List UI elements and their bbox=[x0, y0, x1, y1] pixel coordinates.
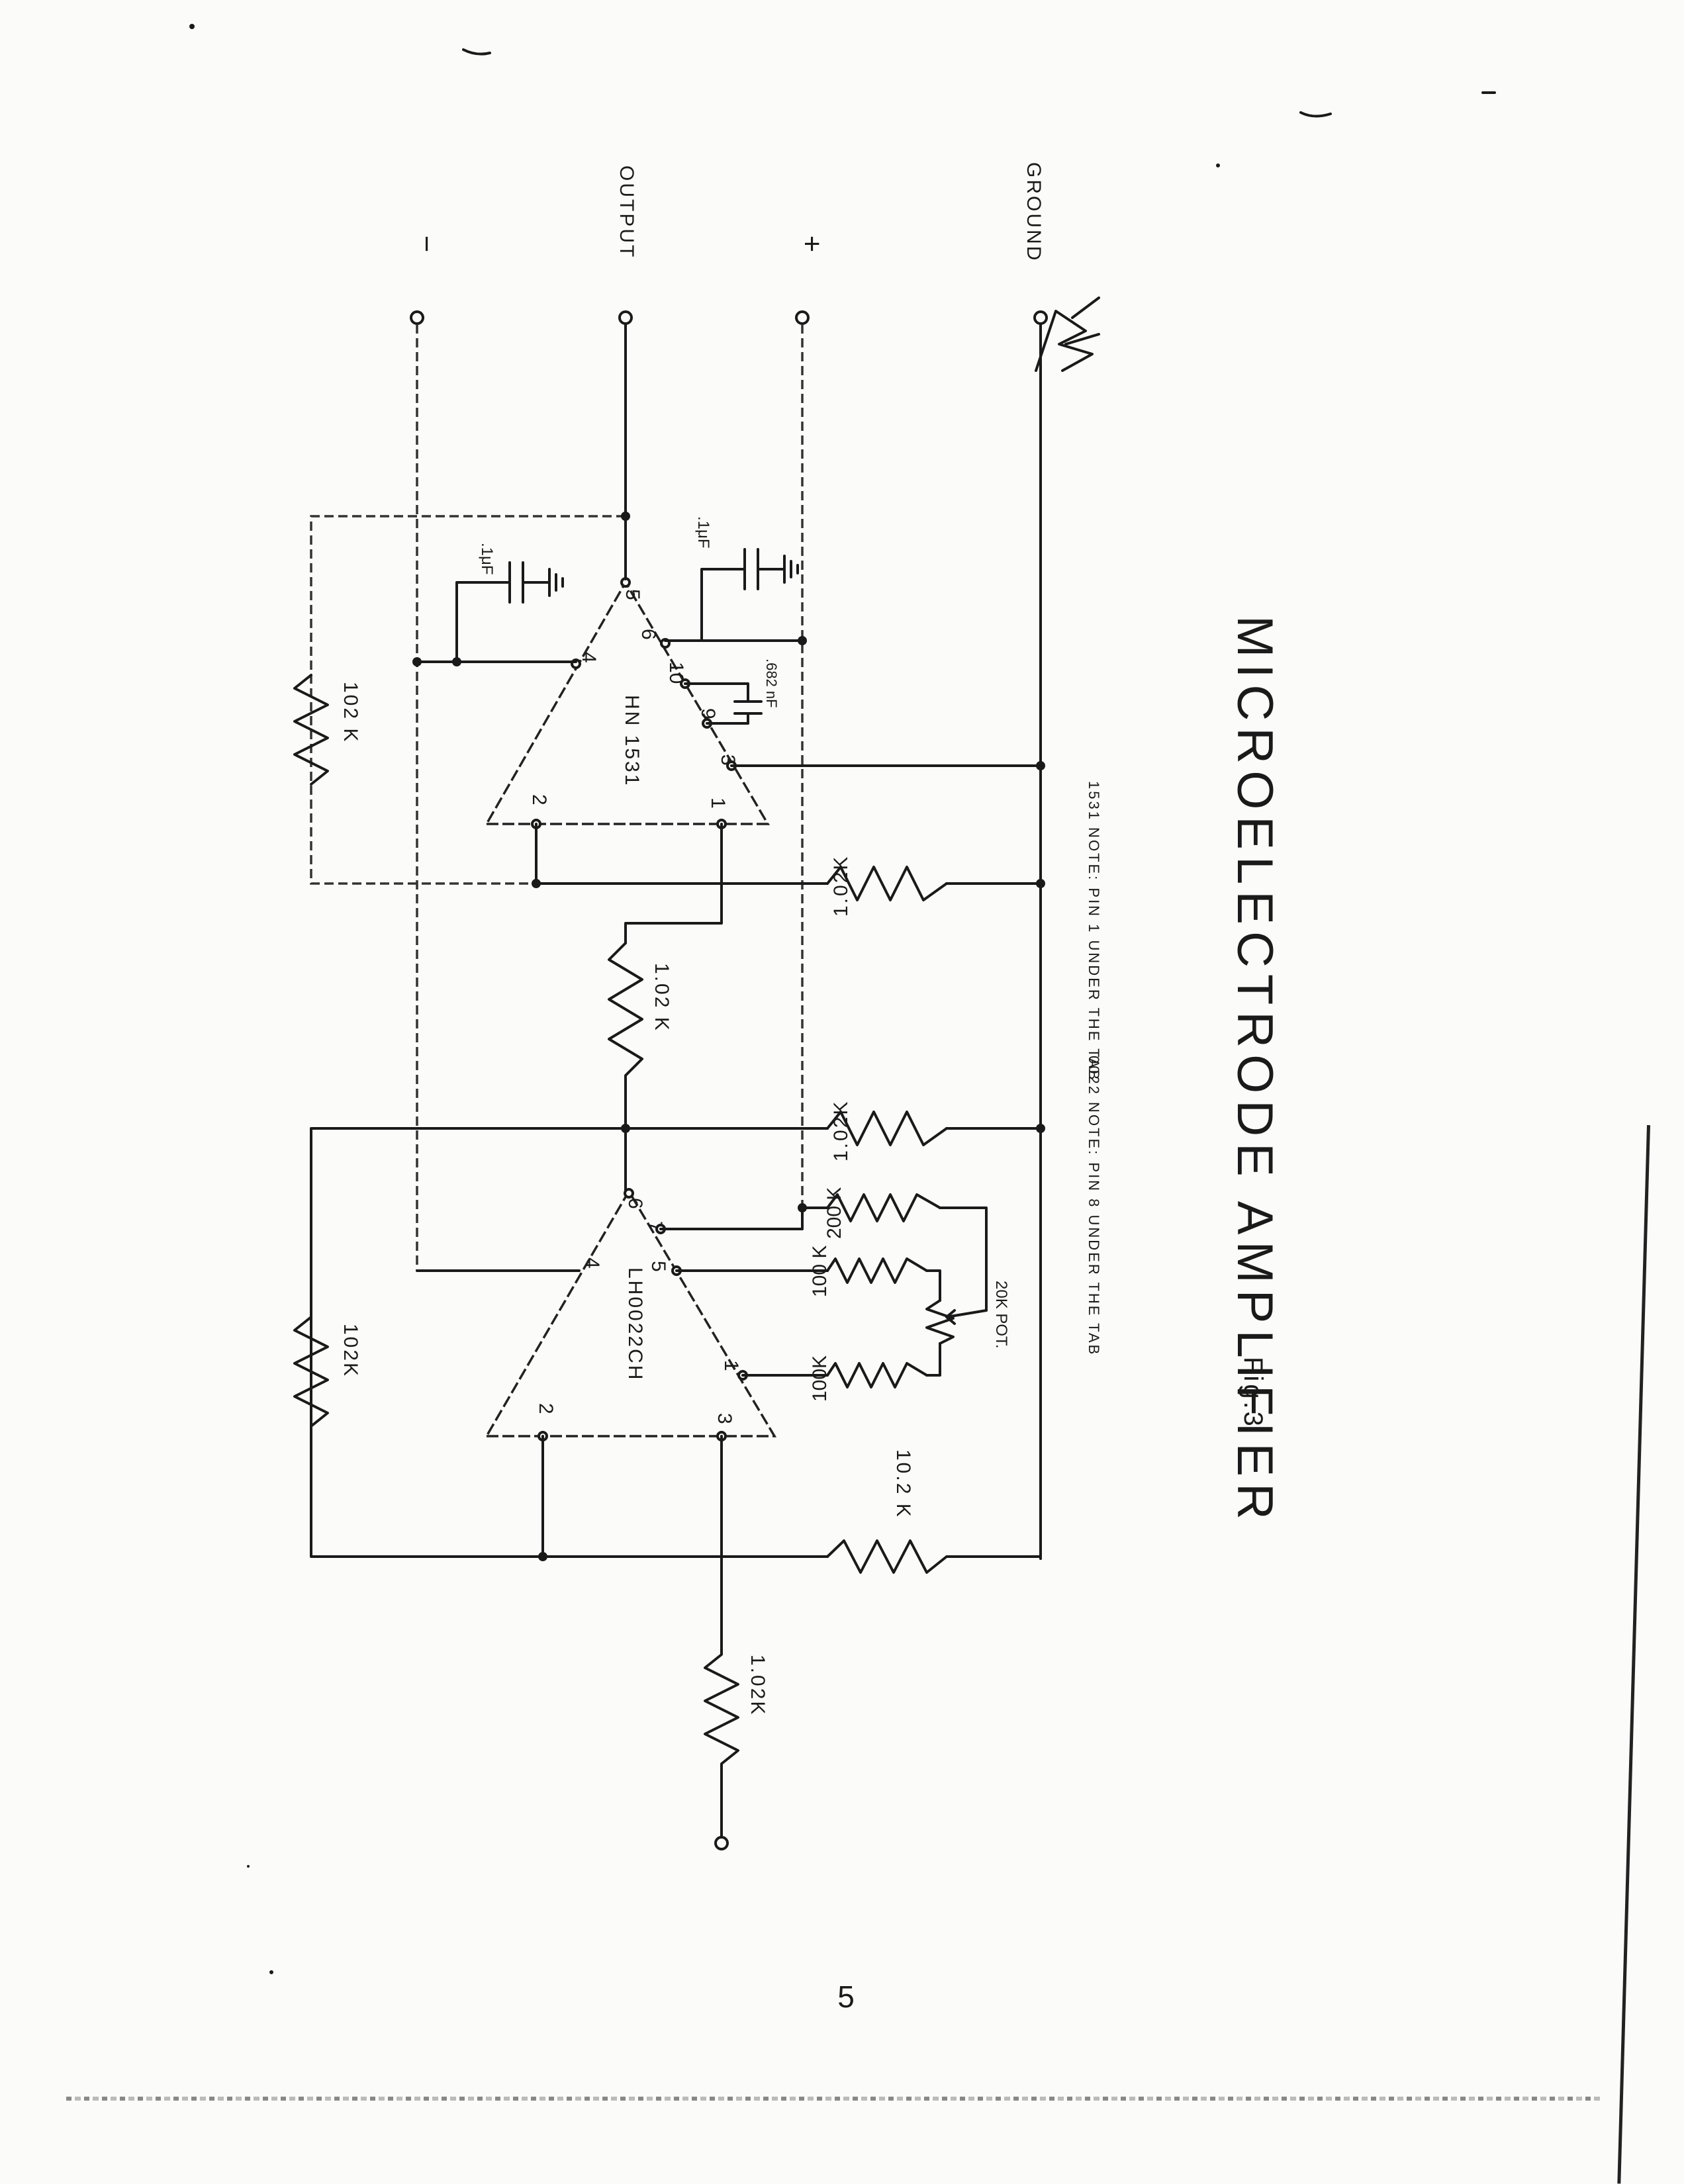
r100k-b-wire bbox=[741, 1342, 941, 1377]
opamp-hn1531: HN 1531 2 1 4 5 6 10 9 3 bbox=[484, 577, 771, 829]
resistor-r-gnd-0022: 1.02K bbox=[826, 1100, 948, 1161]
potentiometer-20k: 20K POT. bbox=[925, 1281, 1010, 1349]
page-number: 5 bbox=[837, 1979, 855, 2014]
lh0022ch-pin-4: 4 bbox=[581, 1257, 603, 1269]
resistor-r-100k-a-label: 100 K bbox=[809, 1246, 831, 1297]
resistor-r-fb-bottom: 102K bbox=[293, 1316, 361, 1428]
resistor-r-100k-a: 100 K bbox=[809, 1246, 928, 1297]
junction-dots bbox=[412, 512, 1045, 1561]
capacitor-c3-label: .682 nF bbox=[763, 659, 780, 708]
resistor-r-input-label: 1.02K bbox=[747, 1655, 769, 1716]
feedback-bottom-wire bbox=[310, 1127, 829, 1558]
note-hn1531: 1531 NOTE: PIN 1 UNDER THE TAB bbox=[1086, 781, 1102, 1081]
hn1531-pin-4: 4 bbox=[578, 652, 600, 663]
terminal-plus: + bbox=[795, 236, 828, 325]
terminal-output: OUTPUT bbox=[616, 165, 637, 325]
resistor-r-100k-b: 100K bbox=[809, 1355, 928, 1402]
lh0022ch-pin-5: 5 bbox=[647, 1261, 669, 1272]
note-lh0022: 0022 NOTE: PIN 8 UNDER THE TAB bbox=[1086, 1056, 1102, 1356]
hn1531-pin-2: 2 bbox=[528, 794, 550, 805]
hn1531-pin1-wire bbox=[624, 823, 723, 944]
resistor-r-fb-top-label: 102 K bbox=[340, 682, 361, 743]
scan-bottom-noise bbox=[66, 2097, 1602, 2101]
hn1531-pin-9: 9 bbox=[697, 708, 719, 719]
potentiometer-20k-label: 20K POT. bbox=[992, 1281, 1010, 1349]
lh0022ch-part-label: LH0022CH bbox=[624, 1267, 646, 1381]
resistor-r-input: 1.02K bbox=[704, 1647, 769, 1838]
terminal-output-label: OUTPUT bbox=[616, 165, 637, 259]
terminal-minus: − bbox=[410, 236, 443, 325]
input-terminal bbox=[714, 1836, 729, 1850]
hn1531-pin-1: 1 bbox=[707, 797, 729, 809]
r100k-a-wire bbox=[675, 1269, 941, 1302]
resistor-r-200k: 200 K bbox=[823, 1187, 941, 1239]
terminal-minus-label: − bbox=[410, 236, 443, 255]
resistor-r-mid-label: 1.02 K bbox=[651, 963, 673, 1032]
capacitor-c1: .1μF bbox=[455, 543, 564, 663]
lh0022ch-pin-3: 3 bbox=[714, 1413, 735, 1424]
terminal-ground-label: GROUND bbox=[1023, 162, 1045, 262]
terminal-plus-label: + bbox=[796, 236, 828, 255]
capacitor-c2: .1μF bbox=[694, 516, 799, 642]
lh0022ch-pin-2: 2 bbox=[535, 1403, 557, 1414]
figure-label: Fig.3 bbox=[1239, 1357, 1268, 1429]
lh0022ch-pin-1: 1 bbox=[720, 1360, 742, 1371]
hn1531-pin-5: 5 bbox=[622, 589, 643, 600]
resistor-r-10k: 10.2 K bbox=[826, 1449, 1042, 1574]
resistor-r-fb-bottom-label: 102K bbox=[340, 1324, 361, 1378]
terminal-ground: GROUND bbox=[1023, 162, 1048, 325]
resistor-r-gnd-1531-label: 1.02K bbox=[830, 855, 852, 917]
resistor-r-gnd-0022-label: 1.02K bbox=[830, 1100, 852, 1161]
capacitor-c3: .682 nF bbox=[684, 659, 780, 725]
resistor-r-200k-label: 200 K bbox=[823, 1187, 845, 1239]
hn1531-part-label: HN 1531 bbox=[621, 695, 643, 787]
feedback-top-wire bbox=[310, 515, 626, 885]
resistor-r-gnd-1531: 1.02K bbox=[826, 855, 948, 917]
handwritten-signature bbox=[1035, 296, 1100, 372]
lh0022ch-pin-6: 6 bbox=[624, 1198, 646, 1209]
opamp-lh0022ch: LH0022CH 2 3 4 5 1 7 6 bbox=[484, 1188, 777, 1441]
hn1531-pin-6: 6 bbox=[637, 629, 659, 640]
figure-title: MICROELECTRODE AMPLIFIER bbox=[1227, 615, 1283, 1526]
scan-specks bbox=[189, 24, 1496, 1974]
capacitor-c1-label: .1μF bbox=[478, 543, 496, 575]
resistor-r-mid: 1.02 K bbox=[608, 942, 673, 1193]
resistor-r-100k-b-label: 100K bbox=[809, 1355, 831, 1402]
resistor-r-10k-label: 10.2 K bbox=[892, 1449, 914, 1519]
capacitor-c2-label: .1μF bbox=[694, 516, 712, 549]
resistor-r-fb-top: 102 K bbox=[293, 674, 361, 786]
